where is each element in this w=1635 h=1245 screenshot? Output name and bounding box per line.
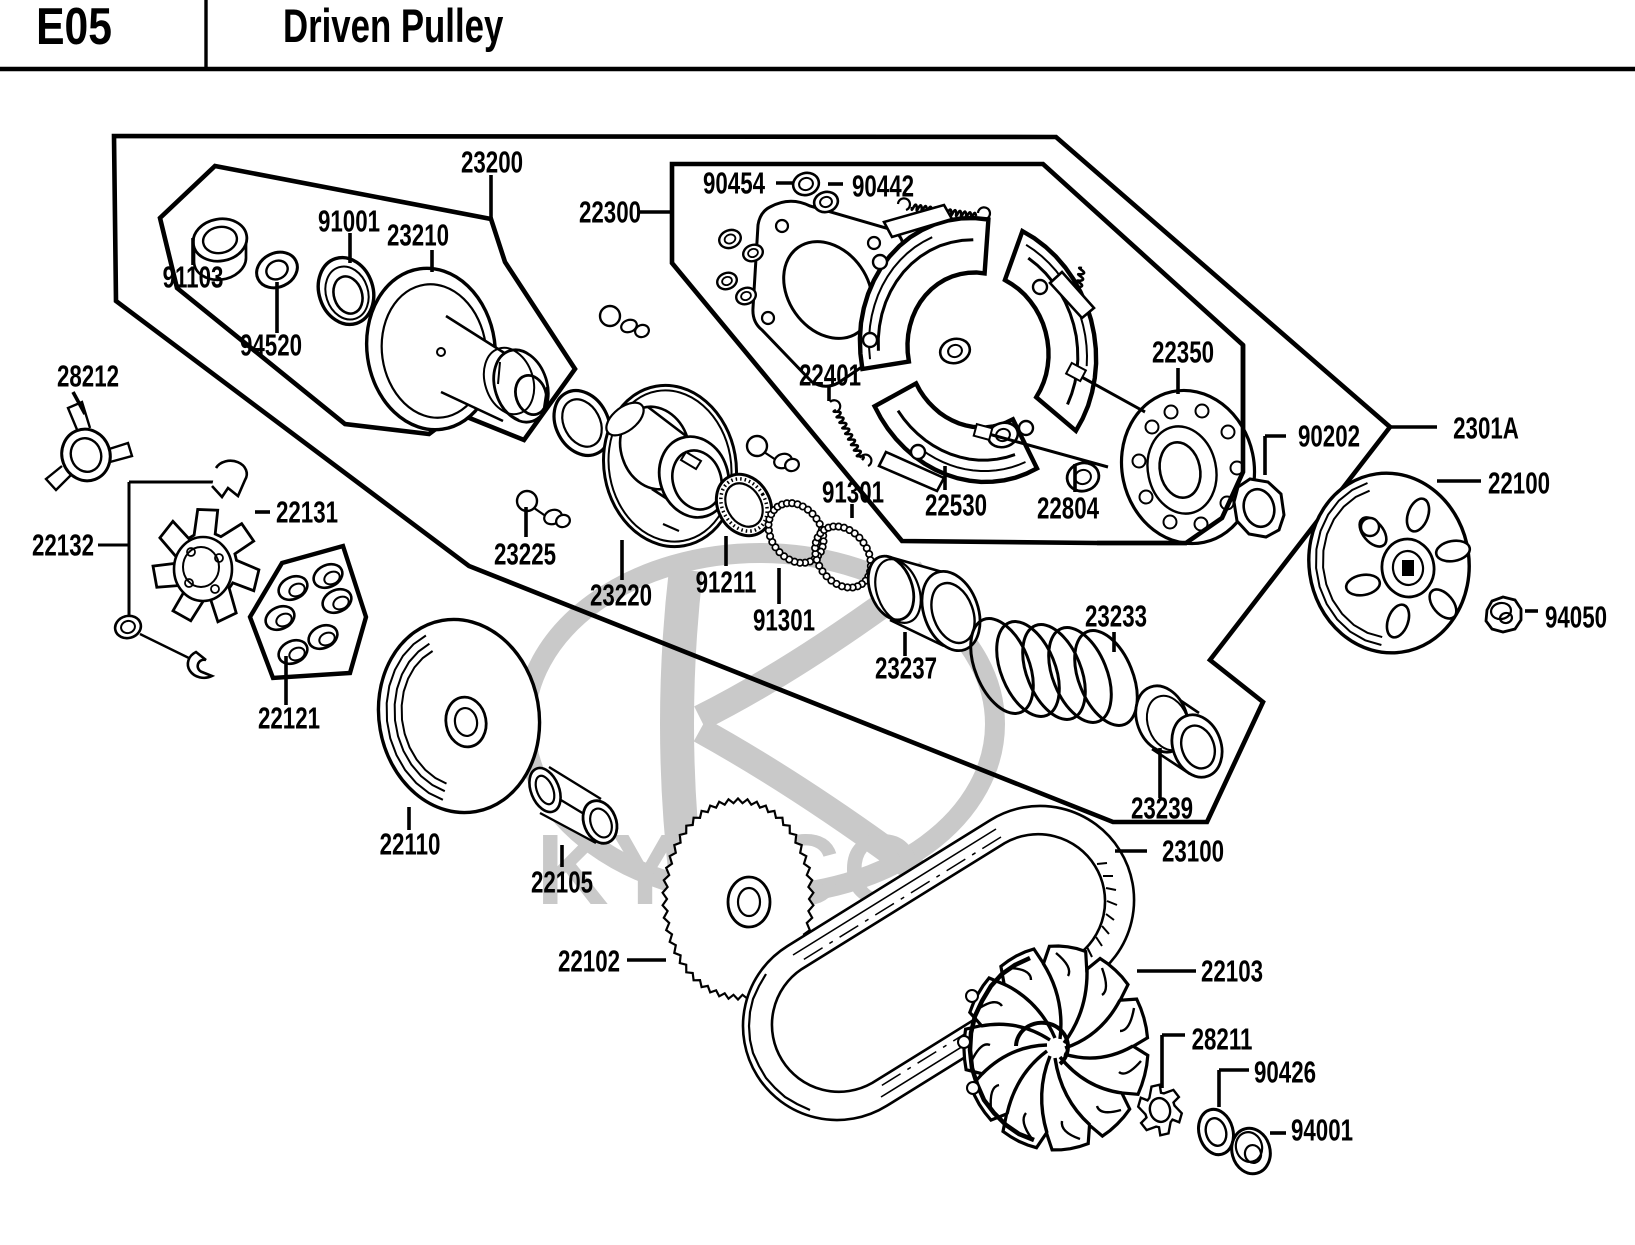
- svg-text:91301: 91301: [753, 603, 815, 637]
- svg-text:22530: 22530: [925, 488, 987, 522]
- svg-text:23225: 23225: [494, 537, 556, 571]
- svg-text:23239: 23239: [1131, 791, 1193, 825]
- svg-text:2301A: 2301A: [1453, 411, 1519, 445]
- svg-text:90454: 90454: [703, 166, 765, 200]
- svg-text:94001: 94001: [1291, 1113, 1353, 1147]
- svg-text:22804: 22804: [1037, 491, 1099, 525]
- svg-text:22110: 22110: [380, 827, 441, 861]
- svg-text:Driven Pulley: Driven Pulley: [283, 0, 503, 52]
- svg-text:28212: 28212: [57, 359, 119, 393]
- svg-text:90442: 90442: [852, 169, 914, 203]
- svg-text:22350: 22350: [1152, 335, 1214, 369]
- svg-text:E05: E05: [36, 0, 112, 56]
- svg-text:91211: 91211: [696, 565, 757, 599]
- svg-text:22121: 22121: [258, 701, 320, 735]
- svg-text:22105: 22105: [531, 865, 593, 899]
- svg-text:23233: 23233: [1085, 599, 1147, 633]
- svg-text:22102: 22102: [558, 944, 620, 978]
- svg-text:23220: 23220: [590, 578, 652, 612]
- svg-text:91301: 91301: [822, 475, 884, 509]
- svg-text:23200: 23200: [461, 145, 523, 179]
- svg-text:23210: 23210: [387, 218, 449, 252]
- svg-text:90426: 90426: [1254, 1055, 1316, 1089]
- svg-text:23100: 23100: [1162, 834, 1224, 868]
- svg-text:90202: 90202: [1298, 419, 1360, 453]
- svg-text:22132: 22132: [32, 528, 94, 562]
- svg-text:91001: 91001: [318, 204, 380, 238]
- svg-text:22131: 22131: [276, 495, 338, 529]
- svg-text:91103: 91103: [163, 260, 224, 294]
- svg-text:23237: 23237: [875, 651, 937, 685]
- svg-text:22103: 22103: [1201, 954, 1263, 988]
- svg-text:28211: 28211: [1192, 1022, 1253, 1056]
- svg-text:22300: 22300: [579, 195, 641, 229]
- svg-text:22100: 22100: [1488, 466, 1550, 500]
- svg-text:94520: 94520: [240, 328, 302, 362]
- svg-text:94050: 94050: [1545, 600, 1607, 634]
